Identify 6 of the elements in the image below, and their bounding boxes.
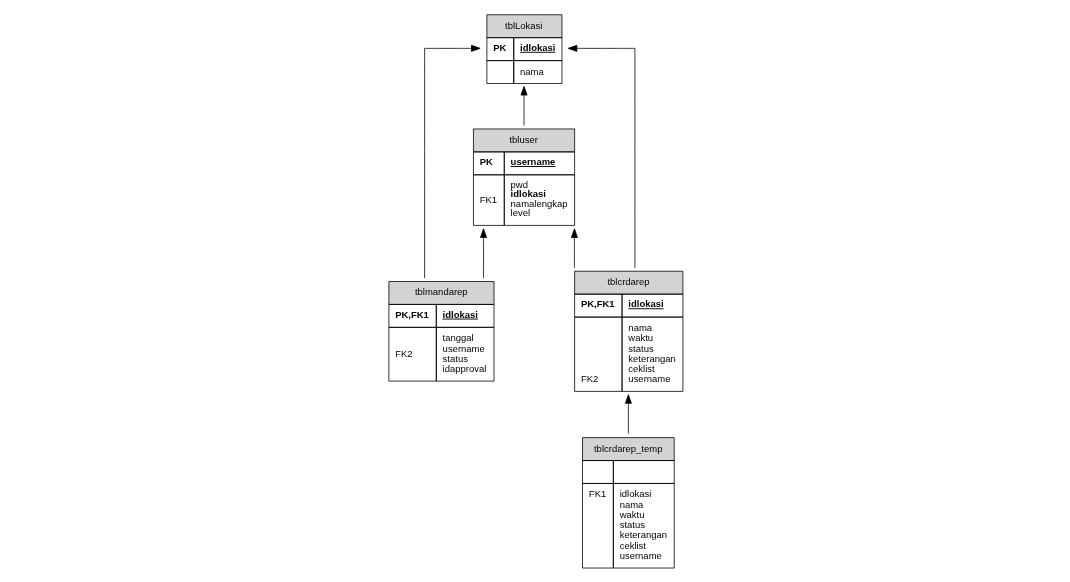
arrow	[423, 44, 481, 279]
arrow	[520, 86, 527, 127]
arrow	[567, 44, 635, 269]
arrow	[479, 228, 487, 279]
arrow	[624, 394, 632, 435]
arrow	[570, 228, 578, 269]
